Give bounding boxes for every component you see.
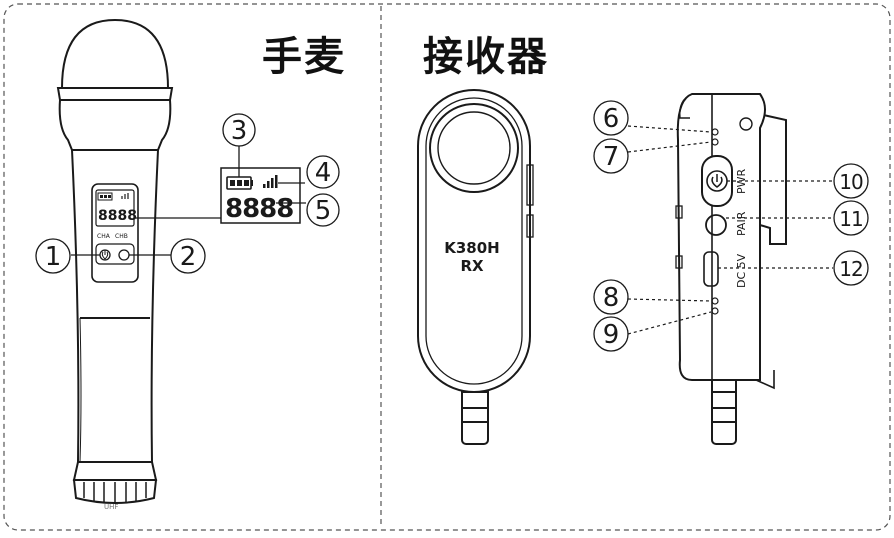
receiver-body-outer: [417, 89, 531, 393]
receiver-model-label: K380H: [444, 239, 500, 257]
power-symbol-icon: [711, 174, 723, 188]
mic-neck: [58, 99, 172, 151]
lcd-zoom-digits: 8888: [225, 194, 293, 224]
receiver-model-sub: RX: [460, 257, 484, 275]
callout-10: 10: [839, 170, 863, 194]
mic-lcd-cha: CHA: [97, 233, 111, 240]
receiver-side-body: [676, 93, 766, 381]
pair-button[interactable]: [705, 214, 727, 236]
pair-label: PAIR: [735, 211, 748, 236]
callout-1: 1: [45, 242, 62, 272]
receiver-body-inner: [425, 97, 523, 385]
mic-grille-ring: [56, 87, 174, 101]
mic-lcd-chb: CHB: [115, 233, 128, 240]
callout-8: 8: [603, 283, 620, 313]
callout-4: 4: [315, 158, 332, 188]
receiver-side-drawing: [675, 93, 787, 445]
callout-9: 9: [603, 320, 620, 350]
callout-2: 2: [180, 242, 197, 272]
callout-7: 7: [603, 142, 620, 172]
receiver-callout-circles: [593, 100, 869, 352]
led-8: [711, 297, 719, 305]
mic-control-panel: [91, 183, 139, 283]
led-7: [711, 138, 719, 146]
dc-label: DC 5V: [735, 253, 748, 288]
callout-3: 3: [231, 116, 248, 146]
mic-callout-circles: [35, 113, 340, 274]
callout-11: 11: [839, 207, 862, 231]
mic-leader-lines: [71, 145, 306, 256]
microphone-section-title: 手麦: [262, 34, 346, 80]
receiver-clip-outer: [429, 103, 519, 193]
led-9: [711, 307, 719, 315]
mic-base-text: UHF: [104, 503, 118, 511]
led-6: [711, 128, 719, 136]
receiver-leader-lines: [627, 125, 833, 335]
receiver-section-title: 接收器: [423, 34, 549, 80]
signal-icon: [263, 175, 278, 188]
mic-bottom-ring: [72, 461, 158, 481]
handheld-microphone-drawing: [56, 18, 174, 504]
callout-6: 6: [603, 104, 620, 134]
mic-lcd-zoom: [220, 167, 301, 224]
mic-handle: [71, 149, 159, 463]
mic-lcd-digits: 8888: [98, 208, 137, 224]
mic-button-bar: [95, 243, 135, 265]
mic-bottom-cap: [72, 479, 158, 504]
mic-set-button[interactable]: [118, 249, 130, 261]
callout-5: 5: [315, 196, 332, 226]
outer-dashed-border: [3, 3, 891, 531]
receiver-front-drawing: [417, 89, 534, 445]
lcd-zoom-frame: [220, 167, 301, 224]
mic-handle-edge: [79, 317, 82, 463]
callout-12: 12: [839, 257, 862, 281]
mic-grille: [60, 18, 170, 89]
dc-port: [703, 251, 719, 287]
receiver-clip-inner: [437, 111, 511, 185]
mic-lcd: [95, 189, 135, 227]
